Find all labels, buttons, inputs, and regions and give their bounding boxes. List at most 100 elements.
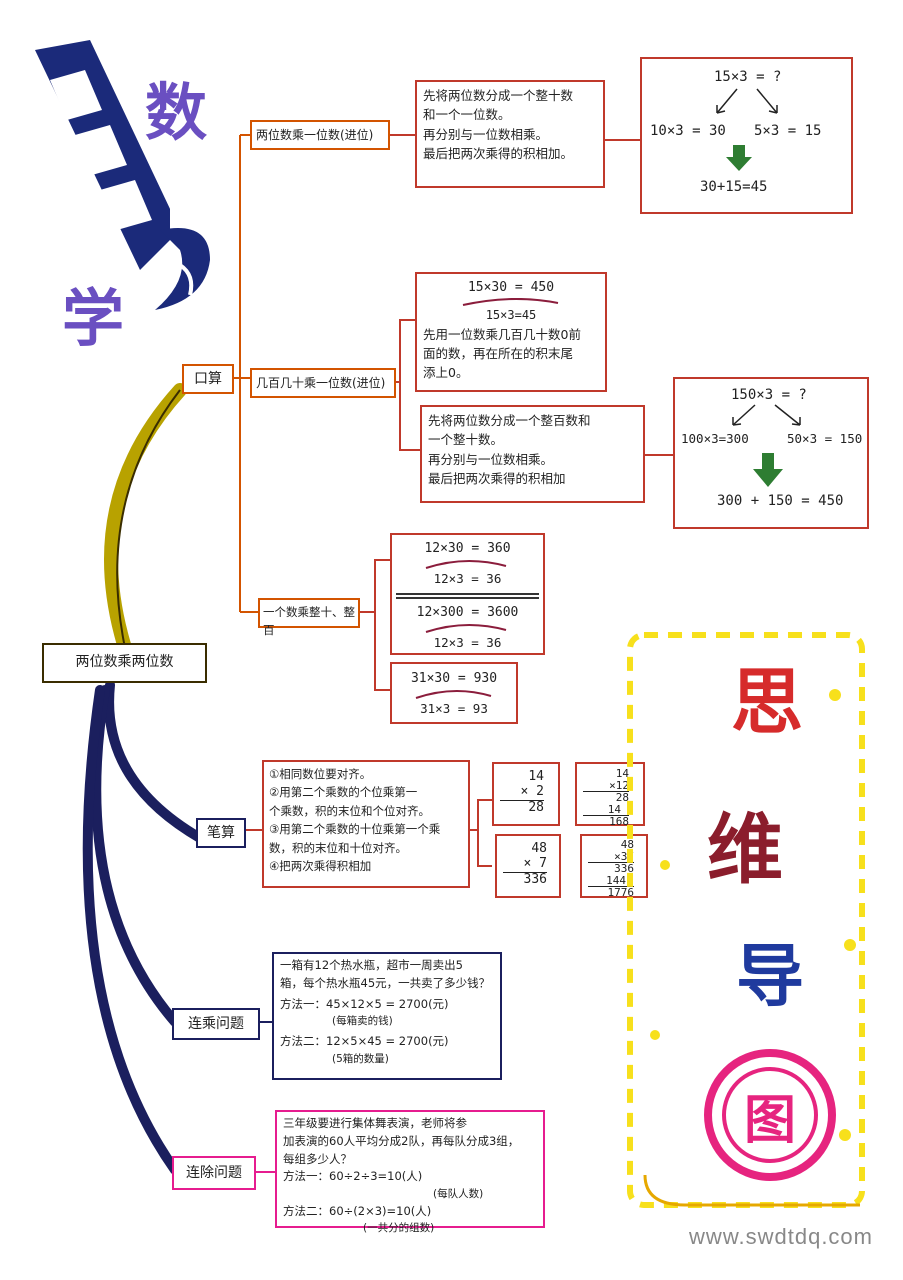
side-title-char-4: 图: [743, 1089, 796, 1151]
text-line: 一个整十数。: [428, 432, 504, 448]
problem-line: 箱，每个热水瓶45元，一共卖了多少钱？: [280, 975, 491, 990]
pencil-tip-decoration: [155, 228, 210, 310]
oral-sub2-rule: 15×30 = 450 15×3=45 先用一位数乘几百几十数0前 面的数，再在…: [415, 272, 607, 392]
method-2: 方法二：60÷(2×3)=10(人): [283, 1203, 432, 1218]
calc-line: 48: [620, 838, 634, 851]
calc-line: 144: [588, 875, 634, 888]
ex1-bottom: 12×3 = 36: [433, 571, 502, 587]
rule-line: ①相同数位要对齐。: [269, 767, 372, 781]
method-2-note: (一共分的组数): [363, 1222, 435, 1235]
watermark: www.swdtdq.com: [689, 1224, 873, 1249]
example-left: 10×3 = 30: [650, 123, 726, 139]
root-node: 两位数乘两位数: [42, 643, 207, 683]
calc-line: ×12: [583, 779, 629, 793]
method-1: 方法一：60÷2÷3=10(人): [283, 1169, 423, 1184]
oral-sub3-example3: 31×30 = 930 31×3 = 93: [390, 662, 518, 724]
problem-line: 每组多少人？: [283, 1151, 352, 1166]
text-line: 添上0。: [423, 365, 469, 381]
written-rules: ①相同数位要对齐。 ②用第二个乘数的个位乘第一 个乘数，积的末位和个位对齐。 ③…: [262, 760, 470, 888]
calc-line: 336: [614, 862, 634, 876]
calc-box-1: 14 × 2 28: [492, 762, 560, 826]
calc-line: ×37: [588, 850, 634, 864]
calc-line: 14: [615, 767, 629, 780]
rule-line: ②用第二个乘数的个位乘第一: [269, 785, 418, 800]
example-right: 50×3 = 150: [787, 431, 863, 446]
rule-line: ③用第二个乘数的十位乘第一个乘: [269, 822, 441, 837]
curve-arrow-icon: [425, 623, 507, 633]
ex3-bottom: 31×3 = 93: [420, 701, 488, 717]
method-1: 方法一：45×12×5 = 2700(元): [280, 996, 449, 1011]
example-result: 300 + 150 = 450: [717, 493, 844, 509]
branch-consecutive-mult: 连乘问题: [172, 1008, 260, 1040]
down-arrow-icon: [726, 145, 752, 171]
problem-line: 加表演的60人平均分成2队，再每队分成3组，: [283, 1133, 520, 1148]
ex1-top: 12×30 = 360: [424, 541, 511, 556]
curve-arrow-icon: [462, 298, 559, 307]
divider: [396, 592, 539, 599]
method-1-note: (每队人数): [433, 1188, 484, 1201]
method-1-note: (每箱卖的钱): [332, 1015, 393, 1028]
down-arrow-icon: [753, 453, 783, 487]
problem-line: 一箱有12个热水瓶，超市一周卖出5: [280, 958, 463, 972]
oral-sub1-example: 15×3 = ? 10×3 = 30 5×3 = 15 30+15=45: [640, 57, 853, 214]
method-2: 方法二：12×5×45 = 2700(元): [280, 1033, 449, 1048]
split-arrows: [732, 404, 801, 426]
rule-line: 个乘数，积的末位和个位对齐。: [269, 803, 430, 818]
ex2-top: 12×300 = 3600: [416, 604, 519, 620]
oral-sub2-label: 几百几十乘一位数(进位): [250, 368, 396, 398]
text-line: 面的数，再在所在的积末尾: [423, 346, 574, 362]
oral-sub1-text: 先将两位数分成一个整十数 和一个一位数。 再分别与一位数相乘。 最后把两次乘得的…: [415, 80, 605, 188]
rule-line: 数，积的末位和十位对齐。: [269, 840, 407, 855]
calc-line: 1776: [607, 886, 635, 900]
ex-bottom: 15×3=45: [485, 308, 537, 323]
calc-line: × 2: [500, 784, 544, 801]
text-line: 最后把两次乘得的积相加: [428, 471, 566, 487]
oral-sub2-example: 150×3 = ? 100×3=300 50×3 = 150 300 + 150…: [673, 377, 869, 529]
calc-line: 14: [583, 804, 629, 817]
title-char-2: 学: [62, 282, 125, 355]
yellow-frame-decoration: [627, 632, 865, 1208]
example-top: 15×3 = ?: [714, 69, 782, 85]
ex2-bottom: 12×3 = 36: [433, 634, 502, 650]
example-result: 30+15=45: [700, 179, 768, 195]
div-problem: 三年级要进行集体舞表演，老师将参 加表演的60人平均分成2队，再每队分成3组， …: [275, 1110, 545, 1234]
ex3-top: 31×30 = 930: [410, 671, 498, 686]
ex-top: 15×30 = 450: [467, 280, 555, 295]
side-title-char-1: 思: [730, 658, 803, 744]
text-line: 先将两位数分成一个整百数和: [428, 413, 591, 428]
title-char-1: 数: [145, 76, 208, 149]
mult-problem: 一箱有12个热水瓶，超市一周卖出5 箱，每个热水瓶45元，一共卖了多少钱？ 方法…: [272, 952, 502, 1080]
calc-box-3: 48 × 7 336: [495, 834, 561, 898]
oral-sub2-text: 先将两位数分成一个整百数和 一个整十数。 再分别与一位数相乘。 最后把两次乘得的…: [420, 405, 645, 503]
text-line: 先用一位数乘几百几十数0前: [423, 326, 581, 342]
rule-line: ④把两次乘得积相加: [269, 858, 372, 873]
text-line: 再分别与一位数相乘。: [428, 451, 554, 467]
calc-box-4: 48 ×37 336 144 1776: [580, 834, 648, 898]
side-title-circle-decoration: [704, 1049, 836, 1181]
calc-line: × 7: [503, 856, 547, 873]
method-2-note: (5箱的数量): [332, 1052, 389, 1065]
branch-written: 笔算: [196, 818, 246, 848]
pencil-decoration: [35, 40, 170, 270]
text-line: 先将两位数分成一个整十数: [423, 88, 574, 103]
example-top: 150×3 = ?: [731, 387, 807, 403]
text-line: 和一个一位数。: [423, 107, 511, 123]
oral-sub3-examples: 12×30 = 360 12×3 = 36 12×300 = 3600 12×3…: [390, 533, 545, 655]
branch-consecutive-div: 连除问题: [172, 1156, 256, 1190]
side-title-char-2: 维: [707, 804, 783, 894]
calc-line: 168: [609, 815, 629, 829]
oral-sub1-label: 两位数乘一位数(进位): [250, 120, 390, 150]
calc-line: 14: [528, 769, 544, 784]
curve-arrow-icon: [415, 690, 492, 700]
example-left: 100×3=300: [681, 431, 749, 446]
calc-line: 28: [528, 799, 544, 815]
example-right: 5×3 = 15: [754, 123, 822, 139]
calc-box-2: 14 ×12 28 14 168: [575, 762, 645, 829]
calc-line: 48: [531, 841, 547, 856]
split-arrows: [716, 88, 778, 114]
text-line: 再分别与一位数相乘。: [423, 126, 549, 142]
calc-line: 336: [523, 871, 547, 887]
branch-oral: 口算: [182, 364, 234, 394]
oral-sub3-label: 一个数乘整十、整百: [258, 598, 360, 637]
